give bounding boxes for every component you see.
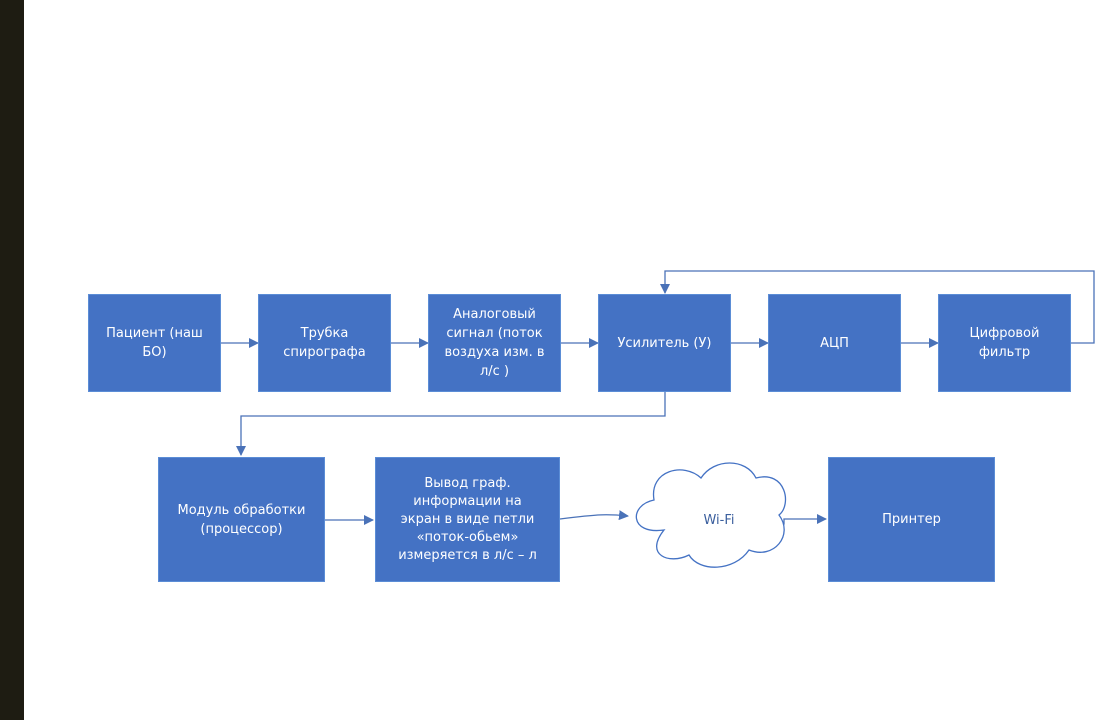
patient-box: Пациент (наш БО)	[88, 294, 221, 392]
analog-signal-label: Аналоговый сигнал (поток воздуха изм. в …	[444, 307, 545, 379]
analog-signal-box: Аналоговый сигнал (поток воздуха изм. в …	[428, 294, 561, 392]
left-edge-strip	[0, 0, 24, 720]
amplifier-box: Усилитель (У)	[598, 294, 731, 392]
wifi-cloud: Wi-Fi	[644, 500, 794, 540]
patient-label: Пациент (наш БО)	[106, 326, 203, 360]
arrow-output-to-wifi	[559, 510, 629, 521]
arrow-amplifier-to-processor	[236, 392, 666, 456]
digital-filter-box: Цифровой фильтр	[938, 294, 1071, 392]
processing-module-label: Модуль обработки (процессор)	[177, 502, 306, 537]
processing-module-box: Модуль обработки (процессор)	[158, 457, 325, 582]
adc-box: АЦП	[768, 294, 901, 392]
tube-box: Трубка спирографа	[258, 294, 391, 392]
printer-label: Принтер	[882, 512, 941, 527]
wifi-cloud-shape	[635, 462, 787, 568]
adc-label: АЦП	[820, 335, 849, 351]
wifi-label: Wi-Fi	[703, 512, 735, 528]
amplifier-label: Усилитель (У)	[617, 335, 712, 351]
graph-output-box: Вывод граф. информации на экран в виде п…	[375, 457, 560, 582]
graph-output-label: Вывод граф. информации на экран в виде п…	[398, 475, 537, 563]
block-diagram: Пациент (наш БО) Трубка спирографа Анало…	[24, 0, 1111, 720]
connectors	[221, 270, 1095, 568]
feedback-filter-to-amplifier	[660, 270, 1095, 344]
tube-label: Трубка спирографа	[283, 326, 366, 360]
printer-box: Принтер	[828, 457, 995, 582]
digital-filter-label: Цифровой фильтр	[969, 326, 1040, 360]
